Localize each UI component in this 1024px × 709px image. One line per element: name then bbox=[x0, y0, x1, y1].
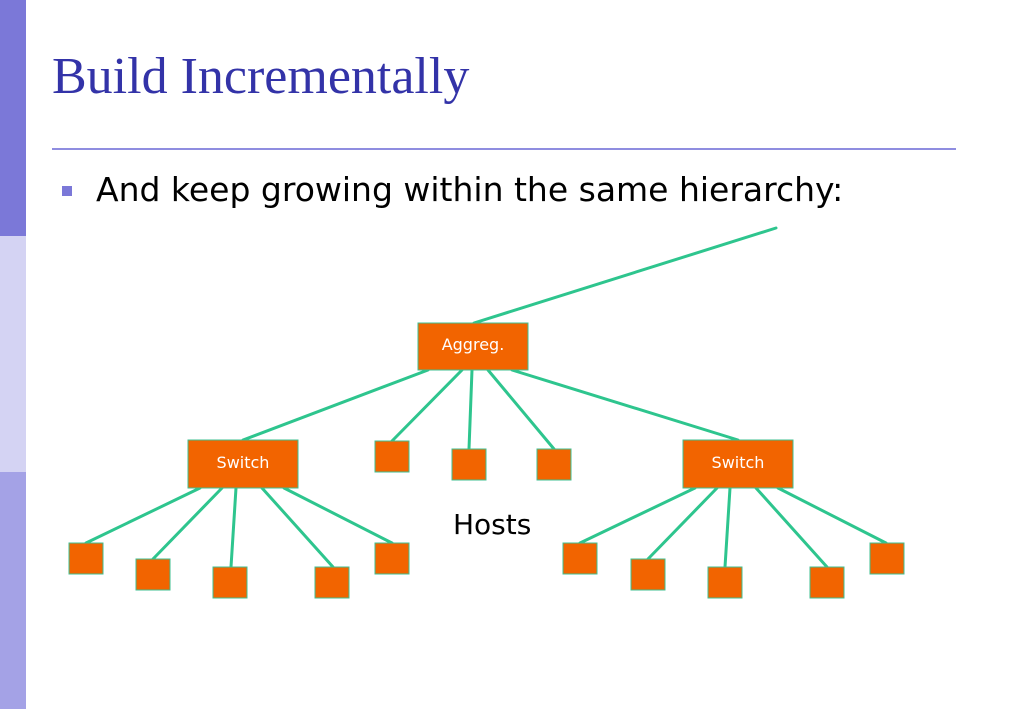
switch-node-left bbox=[187, 439, 299, 489]
link-lswitch-host-5 bbox=[282, 486, 394, 545]
nodes bbox=[68, 322, 905, 599]
slide-title: Build Incrementally bbox=[52, 48, 470, 105]
bullet-square-icon bbox=[62, 185, 72, 196]
host-node bbox=[212, 566, 248, 599]
link-lswitch-host-4 bbox=[260, 486, 335, 569]
sidebar-segment-bottom bbox=[0, 472, 26, 709]
host-node bbox=[536, 448, 572, 481]
link-lswitch-host-2 bbox=[151, 486, 224, 561]
host-node bbox=[630, 558, 666, 591]
title-divider bbox=[52, 148, 956, 150]
host-node bbox=[68, 542, 104, 575]
link-lswitch-host-3 bbox=[229, 486, 238, 569]
aggregation-label: Aggreg. bbox=[442, 335, 505, 354]
link-aggreg-host-c bbox=[486, 368, 556, 451]
host-node bbox=[707, 566, 743, 599]
link-aggreg-host-a bbox=[390, 368, 464, 443]
sidebar-segment-top bbox=[0, 0, 26, 236]
links bbox=[84, 226, 888, 569]
link-aggreg-switch-right bbox=[510, 368, 740, 442]
bullet-text: And keep growing within the same hierarc… bbox=[96, 170, 844, 209]
bullet-item: And keep growing within the same hierarc… bbox=[62, 170, 843, 209]
host-node bbox=[451, 448, 487, 481]
link-rswitch-host-3 bbox=[723, 486, 732, 569]
sidebar-accent bbox=[0, 0, 26, 709]
uplink-line bbox=[472, 226, 778, 325]
switch-node-right bbox=[682, 439, 794, 489]
link-rswitch-host-2 bbox=[646, 486, 719, 561]
link-aggreg-switch-left bbox=[241, 368, 430, 442]
aggregation-node bbox=[417, 322, 529, 371]
switch-left-label: Switch bbox=[217, 453, 270, 472]
sidebar-segment-middle bbox=[0, 236, 26, 472]
host-node bbox=[314, 566, 350, 599]
host-node bbox=[374, 542, 410, 575]
switch-right-label: Switch bbox=[712, 453, 765, 472]
node-labels: Aggreg. Switch Switch bbox=[217, 335, 765, 472]
host-node bbox=[135, 558, 171, 591]
host-node bbox=[374, 440, 410, 473]
link-rswitch-host-1 bbox=[578, 486, 697, 545]
hosts-label: Hosts bbox=[453, 508, 532, 541]
link-rswitch-host-4 bbox=[754, 486, 829, 569]
link-aggreg-host-b bbox=[467, 368, 474, 451]
host-node bbox=[869, 542, 905, 575]
host-node bbox=[809, 566, 845, 599]
host-node bbox=[562, 542, 598, 575]
link-rswitch-host-5 bbox=[776, 486, 888, 545]
link-lswitch-host-1 bbox=[84, 486, 202, 545]
